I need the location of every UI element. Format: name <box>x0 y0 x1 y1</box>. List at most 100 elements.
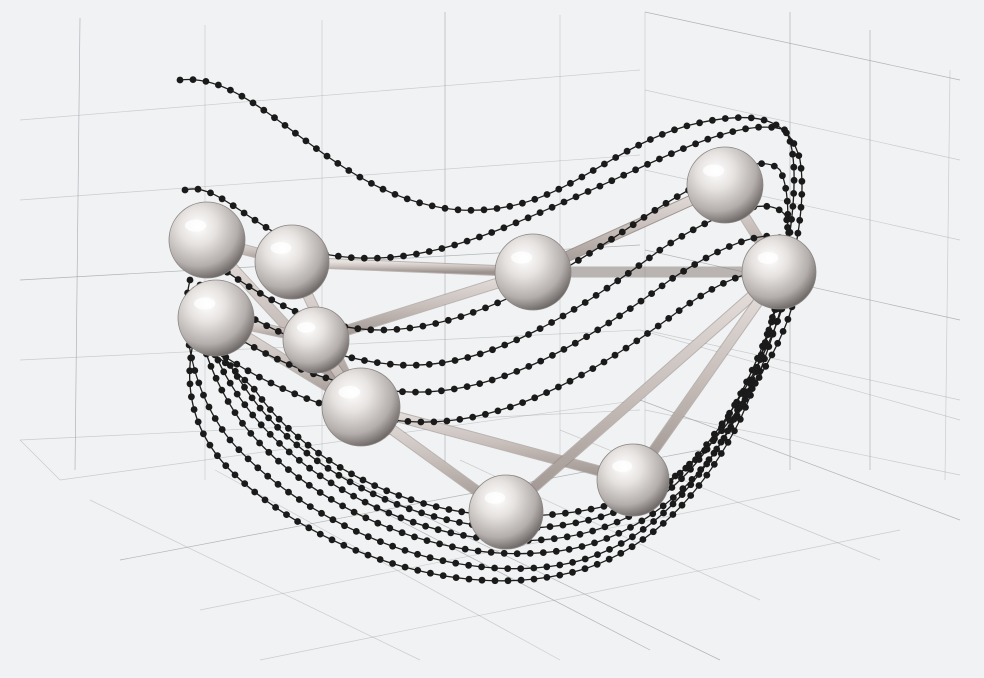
trajectory-dot <box>350 492 357 500</box>
trajectory-dot <box>348 470 355 478</box>
trajectory-dot <box>570 306 578 313</box>
trajectory-dot <box>525 363 533 370</box>
trajectory-dot <box>593 560 601 568</box>
trajectory-dot <box>627 524 634 531</box>
trajectory-dot <box>188 354 196 362</box>
trajectory-dot <box>371 482 379 489</box>
trajectory-dot <box>798 191 806 198</box>
atom-sphere <box>168 201 246 279</box>
trajectory-dot <box>649 528 657 536</box>
trajectory-dot <box>504 577 512 585</box>
trajectory-dot <box>549 511 556 518</box>
trajectory-dot <box>583 333 590 341</box>
trajectory-dot <box>318 509 325 517</box>
trajectory-dot <box>763 330 771 338</box>
trajectory-dot <box>443 417 451 425</box>
trajectory-dot <box>798 177 806 185</box>
trajectory-dot <box>425 361 433 368</box>
trajectory-dot <box>206 441 214 449</box>
trajectory-dot <box>461 545 469 553</box>
trajectory-dot <box>763 202 771 210</box>
sphere-body <box>596 443 670 517</box>
trajectory-dot <box>316 530 324 538</box>
trajectory-dot <box>341 522 348 530</box>
trajectory-dot <box>251 216 259 224</box>
trajectory-dot <box>231 471 239 479</box>
sphere-body <box>321 367 401 447</box>
trajectory-dot <box>718 427 726 435</box>
trajectory-dot <box>637 297 645 305</box>
trajectory-dot <box>235 446 243 454</box>
trajectory-dot <box>569 568 576 576</box>
trajectory-dot <box>696 119 703 127</box>
trajectory-dot <box>276 440 283 447</box>
trajectory-dot <box>589 527 596 535</box>
trajectory-dot <box>725 243 733 250</box>
trajectory-dot <box>362 514 370 522</box>
trajectory-dot <box>537 357 545 365</box>
trajectory-dot <box>227 86 234 94</box>
trajectory-dot <box>285 488 292 496</box>
trajectory-dot <box>306 503 314 510</box>
trajectory-dot <box>244 367 252 375</box>
trajectory-dot <box>244 455 252 463</box>
trajectory-dot <box>775 206 783 214</box>
trajectory-dot <box>647 136 654 143</box>
trajectory-dot <box>659 520 667 527</box>
trajectory-dot <box>605 319 613 327</box>
trajectory-dot <box>267 379 275 387</box>
trajectory-dot <box>556 571 564 579</box>
trajectory-dot <box>566 377 574 385</box>
trajectory-dot <box>322 374 330 382</box>
trajectory-dot <box>711 430 718 438</box>
sphere-highlight <box>510 251 533 264</box>
grid-line <box>89 499 421 661</box>
trajectory-dot <box>438 359 446 367</box>
trajectory-dot <box>594 326 602 334</box>
trajectory-dot <box>258 396 266 403</box>
trajectory-dot <box>687 492 695 499</box>
trajectory-dot <box>457 313 465 320</box>
trajectory-dot <box>409 518 417 526</box>
trajectory-dot <box>340 541 348 549</box>
sphere-body <box>168 201 246 279</box>
trajectory-dot <box>447 529 455 537</box>
trajectory-dot <box>476 380 484 387</box>
trajectory-dot <box>591 539 598 547</box>
trajectory-dot <box>283 511 290 518</box>
trajectory-dot <box>374 519 382 527</box>
atom-sphere <box>686 146 764 224</box>
trajectory-dot <box>391 191 399 198</box>
trajectory-dot <box>425 388 432 396</box>
grid-line <box>214 469 561 661</box>
trajectory-dot <box>682 464 690 472</box>
trajectory-dot <box>597 513 605 521</box>
trajectory-dot <box>624 269 632 277</box>
trajectory-dot <box>274 355 281 363</box>
trajectory-dot <box>291 390 299 398</box>
trajectory-dot <box>285 424 292 432</box>
trajectory-dot <box>334 252 342 260</box>
trajectory-dot <box>531 394 539 402</box>
trajectory-dot <box>656 246 664 254</box>
trajectory-dot <box>750 234 758 242</box>
trajectory-dot <box>555 383 562 391</box>
trajectory-dot <box>790 163 798 171</box>
trajectory-dot <box>476 233 483 241</box>
trajectory-dot <box>460 532 467 539</box>
trajectory-dot <box>755 123 762 131</box>
trajectory-dot <box>186 276 194 284</box>
trajectory-dot <box>395 492 403 499</box>
trajectory-dot <box>452 559 460 567</box>
trajectory-dot <box>480 206 488 214</box>
trajectory-dot <box>774 317 781 325</box>
trajectory-dot <box>705 456 713 463</box>
trajectory-dot <box>305 524 313 532</box>
trajectory-dot <box>673 193 681 201</box>
trajectory-dot <box>335 471 343 479</box>
trajectory-dot <box>500 549 508 557</box>
trajectory-dot <box>658 131 666 138</box>
trajectory-dot <box>327 496 335 503</box>
trajectory-dot <box>474 547 482 555</box>
